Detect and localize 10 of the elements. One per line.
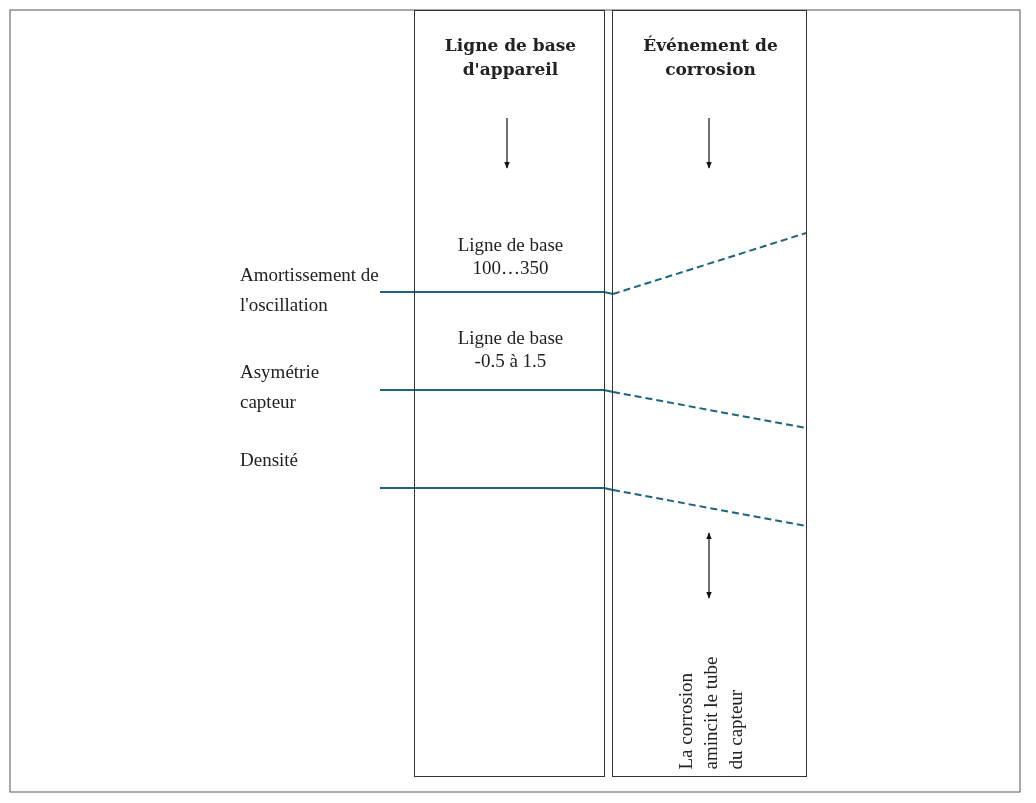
column-box xyxy=(414,10,605,777)
column-text: Ligne de base -0.5 à 1.5 xyxy=(456,326,565,372)
column-heading: Événement de corrosion xyxy=(642,34,779,81)
trace-label: Densité xyxy=(240,448,300,472)
column-box xyxy=(612,10,807,777)
column-text: La corrosion amincit le tube du capteur xyxy=(673,655,747,770)
column-text: Ligne de base 100…350 xyxy=(456,233,565,279)
column-heading: Ligne de base d'appareil xyxy=(443,34,578,81)
trace-label: Asymétrie capteur xyxy=(240,360,321,414)
trace-label: Amortissement de l'oscillation xyxy=(240,263,380,317)
